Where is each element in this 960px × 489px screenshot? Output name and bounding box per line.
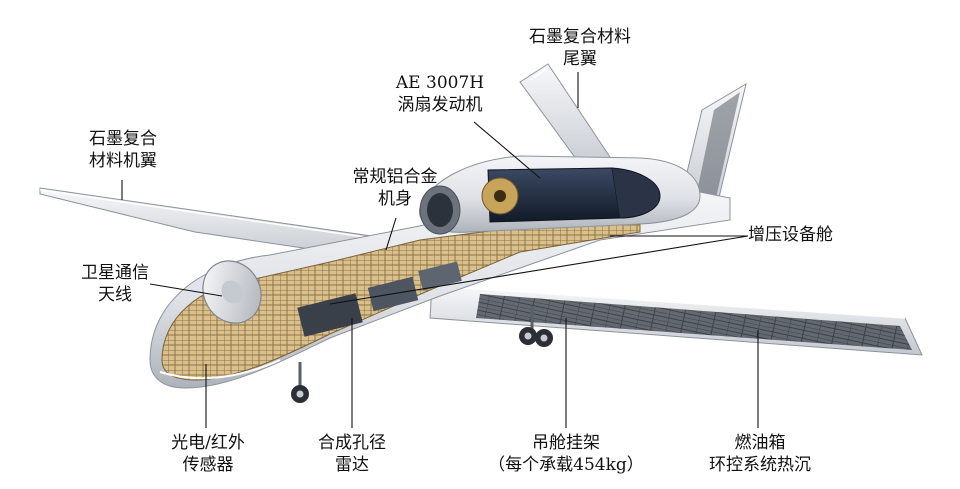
label-satcom: 卫星通信 天线 (70, 262, 160, 306)
leader-fuselage (385, 217, 397, 251)
label-satcom-line2: 天线 (98, 285, 132, 305)
label-pressurized-bay: 增压设备舱 (748, 224, 848, 246)
leader-bay-b (329, 235, 749, 305)
label-tail: 石墨复合材料 尾翼 (520, 26, 640, 70)
label-tail-line2: 尾翼 (563, 49, 597, 69)
label-eo-ir-line1: 光电/红外 (171, 433, 245, 453)
landing-gear (291, 306, 553, 403)
label-fuselage-line2: 机身 (378, 189, 412, 209)
label-wing-line1: 石墨复合 (89, 129, 157, 149)
label-fuselage: 常规铝合金 机身 (340, 166, 450, 210)
label-fuel-tank: 燃油箱 环控系统热沉 (690, 432, 830, 476)
label-pressurized-bay-line1: 增压设备舱 (748, 225, 833, 245)
label-pylon: 吊舱挂架 （每个承载454kg） (486, 432, 646, 476)
engine-nacelle (419, 155, 701, 235)
right-wing (429, 285, 923, 356)
label-fuel-tank-line1: 燃油箱 (734, 433, 786, 453)
leader-satcom (149, 283, 223, 297)
leader-lines (121, 72, 759, 428)
label-engine-line1: AE 3007H (395, 73, 485, 93)
fuselage (149, 189, 731, 389)
label-fuel-tank-line2: 环控系统热沉 (709, 455, 811, 475)
label-wing: 石墨复合 材料机翼 (78, 128, 168, 172)
label-sar-line1: 合成孔径 (318, 433, 386, 453)
label-wing-line2: 材料机翼 (89, 151, 157, 171)
label-pylon-line2: （每个承载454kg） (488, 455, 644, 475)
leader-engine (473, 121, 541, 179)
label-tail-line1: 石墨复合材料 (529, 27, 631, 47)
satcom-dish (202, 260, 262, 324)
left-wing (39, 187, 399, 263)
label-sar: 合成孔径 雷达 (306, 432, 398, 476)
label-eo-ir-line2: 传感器 (182, 455, 234, 475)
label-pylon-line1: 吊舱挂架 (532, 433, 600, 453)
label-sar-line2: 雷达 (335, 455, 369, 475)
fuel-tank-panels (476, 294, 912, 350)
label-engine-line2: 涡扇发动机 (397, 95, 483, 115)
label-fuselage-line1: 常规铝合金 (352, 167, 438, 187)
label-engine: AE 3007H 涡扇发动机 (385, 72, 495, 116)
label-eo-ir: 光电/红外 传感器 (158, 432, 258, 476)
label-satcom-line1: 卫星通信 (81, 263, 149, 283)
